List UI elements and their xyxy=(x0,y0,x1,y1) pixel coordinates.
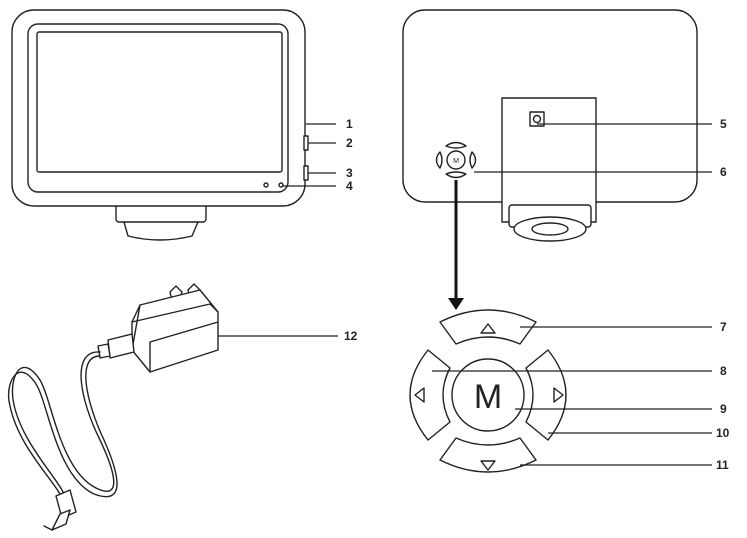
adapter-connector xyxy=(107,333,135,359)
down-arrow-icon xyxy=(480,460,496,471)
indicator-light-right xyxy=(278,182,284,188)
adapter-cable xyxy=(11,351,115,499)
adapter-edge-front xyxy=(149,321,219,373)
lens-ring-front xyxy=(123,221,199,241)
monitor-rear-view: M xyxy=(402,9,698,242)
callout-7: 7 xyxy=(720,320,727,334)
callout-10: 10 xyxy=(716,426,730,440)
lens-ring-rear xyxy=(513,216,587,242)
small-left-button[interactable] xyxy=(435,151,443,169)
small-down-button[interactable] xyxy=(445,171,467,179)
power-adapter xyxy=(7,283,219,531)
callout-4: 4 xyxy=(346,179,353,193)
side-port-3[interactable] xyxy=(303,165,309,181)
small-control-pad[interactable]: M xyxy=(435,141,477,179)
small-menu-button[interactable] xyxy=(446,150,466,170)
zoom-arrow-head xyxy=(448,298,464,310)
up-button[interactable] xyxy=(439,309,537,345)
adapter-cable-outline xyxy=(7,355,118,501)
monitor-front-view xyxy=(11,9,309,241)
callout-1: 1 xyxy=(346,117,353,131)
indicator-light-left xyxy=(263,182,269,188)
side-port-2[interactable] xyxy=(303,135,309,151)
power-port[interactable] xyxy=(529,111,545,127)
monitor-body xyxy=(11,9,306,207)
small-right-button[interactable] xyxy=(469,151,477,169)
dc-plug-body xyxy=(55,489,77,519)
small-up-button[interactable] xyxy=(445,141,467,149)
menu-button-label: M xyxy=(474,378,502,416)
dc-plug-tip xyxy=(43,525,53,531)
rear-mount-plate xyxy=(501,97,597,223)
adapter-connector-tip xyxy=(97,343,111,359)
right-button[interactable] xyxy=(525,349,567,441)
power-port-hole xyxy=(532,114,542,124)
menu-button[interactable] xyxy=(451,358,525,432)
callout-5: 5 xyxy=(720,117,727,131)
large-control-pad[interactable]: M xyxy=(409,309,567,473)
small-menu-label: M xyxy=(453,158,459,165)
adapter-body xyxy=(131,289,219,373)
callout-11: 11 xyxy=(716,458,729,472)
callout-9: 9 xyxy=(720,402,727,416)
left-arrow-icon xyxy=(414,387,425,403)
callout-6: 6 xyxy=(720,165,727,179)
left-button[interactable] xyxy=(409,349,451,441)
dc-plug-neck xyxy=(51,509,71,531)
right-arrow-icon xyxy=(553,387,564,403)
up-arrow-icon xyxy=(480,323,496,334)
callout-2: 2 xyxy=(346,136,353,150)
callout-8: 8 xyxy=(720,364,727,378)
down-button[interactable] xyxy=(439,437,537,473)
adapter-edge-top xyxy=(131,303,219,323)
callout-3: 3 xyxy=(346,166,353,180)
lens-inner-rear xyxy=(531,222,569,236)
callout-12: 12 xyxy=(344,329,358,343)
monitor-bezel xyxy=(27,23,289,193)
monitor-screen xyxy=(36,31,283,173)
